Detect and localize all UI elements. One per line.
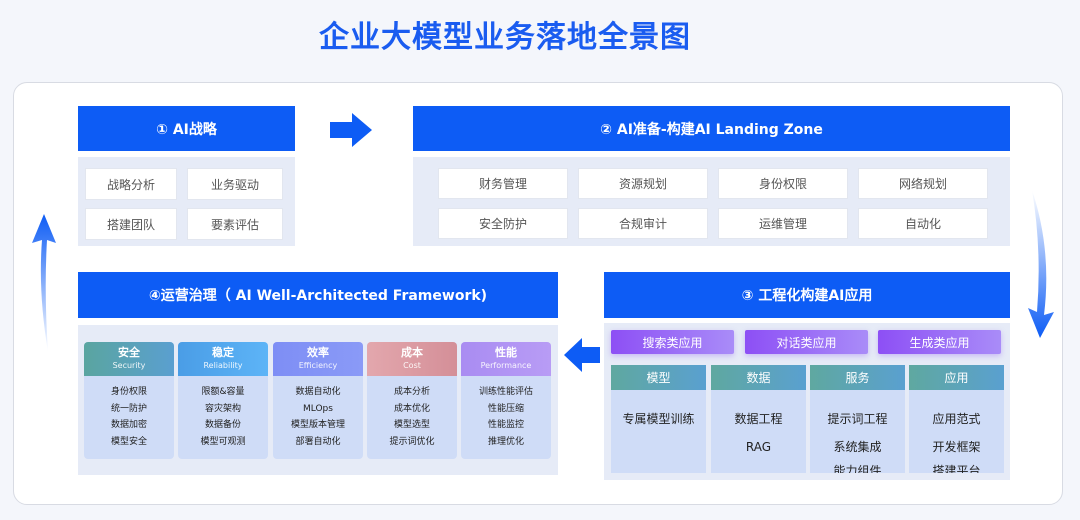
pillar-item: 性能压缩 [487,403,524,414]
stage3-column: 模型专属模型训练 [611,365,706,473]
stage3-column: 应用应用范式开发框架搭建平台 [909,365,1004,473]
pillar-item: 限额&容量 [201,387,245,397]
stage1-header: ① AI战略 [78,106,295,151]
arrow-down-icon [1028,190,1054,338]
pillar-subtitle: Efficiency [298,361,338,370]
pillar-header: 成本 Cost [367,342,457,376]
stage2-item: 资源规划 [578,168,708,199]
app-type-button: 生成类应用 [878,330,1001,354]
pillar-title: 性能 [495,346,517,359]
stage3-column: 数据数据工程 RAG [711,365,806,473]
stage3-column-item: 数据工程 [734,412,783,426]
stage1-item: 搭建团队 [85,208,177,240]
arrow-up-icon [32,214,56,352]
pillar-title: 稳定 [212,346,234,359]
pillar-title: 安全 [118,346,140,359]
pillar-item: 成本分析 [393,387,430,397]
pillar-items: 身份权限统一防护数据加密模型安全 [84,376,174,450]
stage3-column-item: 专属模型训练 [622,412,695,426]
stage2-item: 安全防护 [438,208,568,239]
stage2-item: 网络规划 [858,168,988,199]
stage3-column-header: 应用 [909,365,1004,390]
stage3-column-header: 服务 [810,365,905,390]
pillar-items: 成本分析成本优化模型选型提示词优化 [367,376,457,450]
pillar-subtitle: Security [112,361,146,370]
pillar-item: 数据加密 [110,420,147,430]
pillar-title: 成本 [401,346,423,359]
pillar-item: 模型选型 [393,420,430,430]
stage1-item: 要素评估 [187,208,283,240]
pillar-item: 性能监控 [487,420,524,430]
stage3-column-item: 系统集成 [833,440,882,454]
pillar-column: 安全 Security 身份权限统一防护数据加密模型安全 [84,342,174,459]
stage3-column-item: 提示词工程 [827,412,888,426]
pillar-header: 安全 Security [84,342,174,376]
pillar-item: 成本优化 [393,403,430,414]
stage3-column-item: 搭建平台 [932,464,981,473]
pillar-item: 提示词优化 [389,436,435,447]
stage3-column-header: 数据 [711,365,806,390]
pillar-item: 推理优化 [487,436,524,447]
pillar-item: 身份权限 [110,387,147,397]
pillar-item: 训练性能评估 [478,387,533,397]
stage1-item: 战略分析 [85,168,177,200]
pillar-item: 模型可观测 [200,436,246,447]
stage2-header: ② AI准备-构建AI Landing Zone [413,106,1010,151]
arrow-left-icon [564,338,600,372]
stage4-header: ④运营治理（ AI Well-Architected Framework) [78,272,558,318]
app-type-button: 搜索类应用 [611,330,734,354]
pillar-column: 成本 Cost 成本分析成本优化模型选型提示词优化 [367,342,457,459]
pillar-items: 训练性能评估性能压缩性能监控推理优化 [461,376,551,450]
pillar-column: 稳定 Reliability 限额&容量容灾架构数据备份模型可观测 [178,342,268,459]
stage3-column-item: 能力组件 [833,464,882,473]
pillar-column: 性能 Performance 训练性能评估性能压缩性能监控推理优化 [461,342,551,459]
pillar-header: 效率 Efficiency [273,342,363,376]
pillar-items: 数据自动化 MLOps 模型版本管理部署自动化 [273,376,363,450]
pillar-item: 数据自动化 [295,387,341,397]
pillar-item: 数据备份 [204,420,241,430]
pillar-item: 模型版本管理 [290,420,345,430]
pillar-subtitle: Reliability [203,361,243,370]
app-type-button: 对话类应用 [745,330,868,354]
arrow-right-icon [330,113,372,147]
pillar-item: 模型安全 [110,436,147,447]
stage1-item: 业务驱动 [187,168,283,200]
pillar-item: 统一防护 [110,403,147,414]
stage2-item: 财务管理 [438,168,568,199]
pillar-header: 稳定 Reliability [178,342,268,376]
stage3-column-header: 模型 [611,365,706,390]
pillar-item: MLOps [303,403,333,414]
page-title: 企业大模型业务落地全景图 [319,20,691,55]
pillar-item: 部署自动化 [295,436,341,447]
stage3-header: ③ 工程化构建AI应用 [604,272,1010,318]
stage2-item: 合规审计 [578,208,708,239]
stage3-column-item: 开发框架 [932,440,981,454]
stage2-item: 运维管理 [718,208,848,239]
pillar-subtitle: Performance [480,361,532,370]
stage3-column: 服务提示词工程系统集成能力组件 [810,365,905,473]
pillar-subtitle: Cost [403,361,421,370]
pillar-header: 性能 Performance [461,342,551,376]
stage3-column-item: RAG [745,440,772,454]
pillar-item: 容灾架构 [204,403,241,414]
pillar-items: 限额&容量容灾架构数据备份模型可观测 [178,376,268,450]
stage3-column-item: 应用范式 [932,412,981,426]
stage2-item: 自动化 [858,208,988,239]
stage2-item: 身份权限 [718,168,848,199]
pillar-title: 效率 [307,346,329,359]
pillar-column: 效率 Efficiency 数据自动化 MLOps 模型版本管理部署自动化 [273,342,363,459]
